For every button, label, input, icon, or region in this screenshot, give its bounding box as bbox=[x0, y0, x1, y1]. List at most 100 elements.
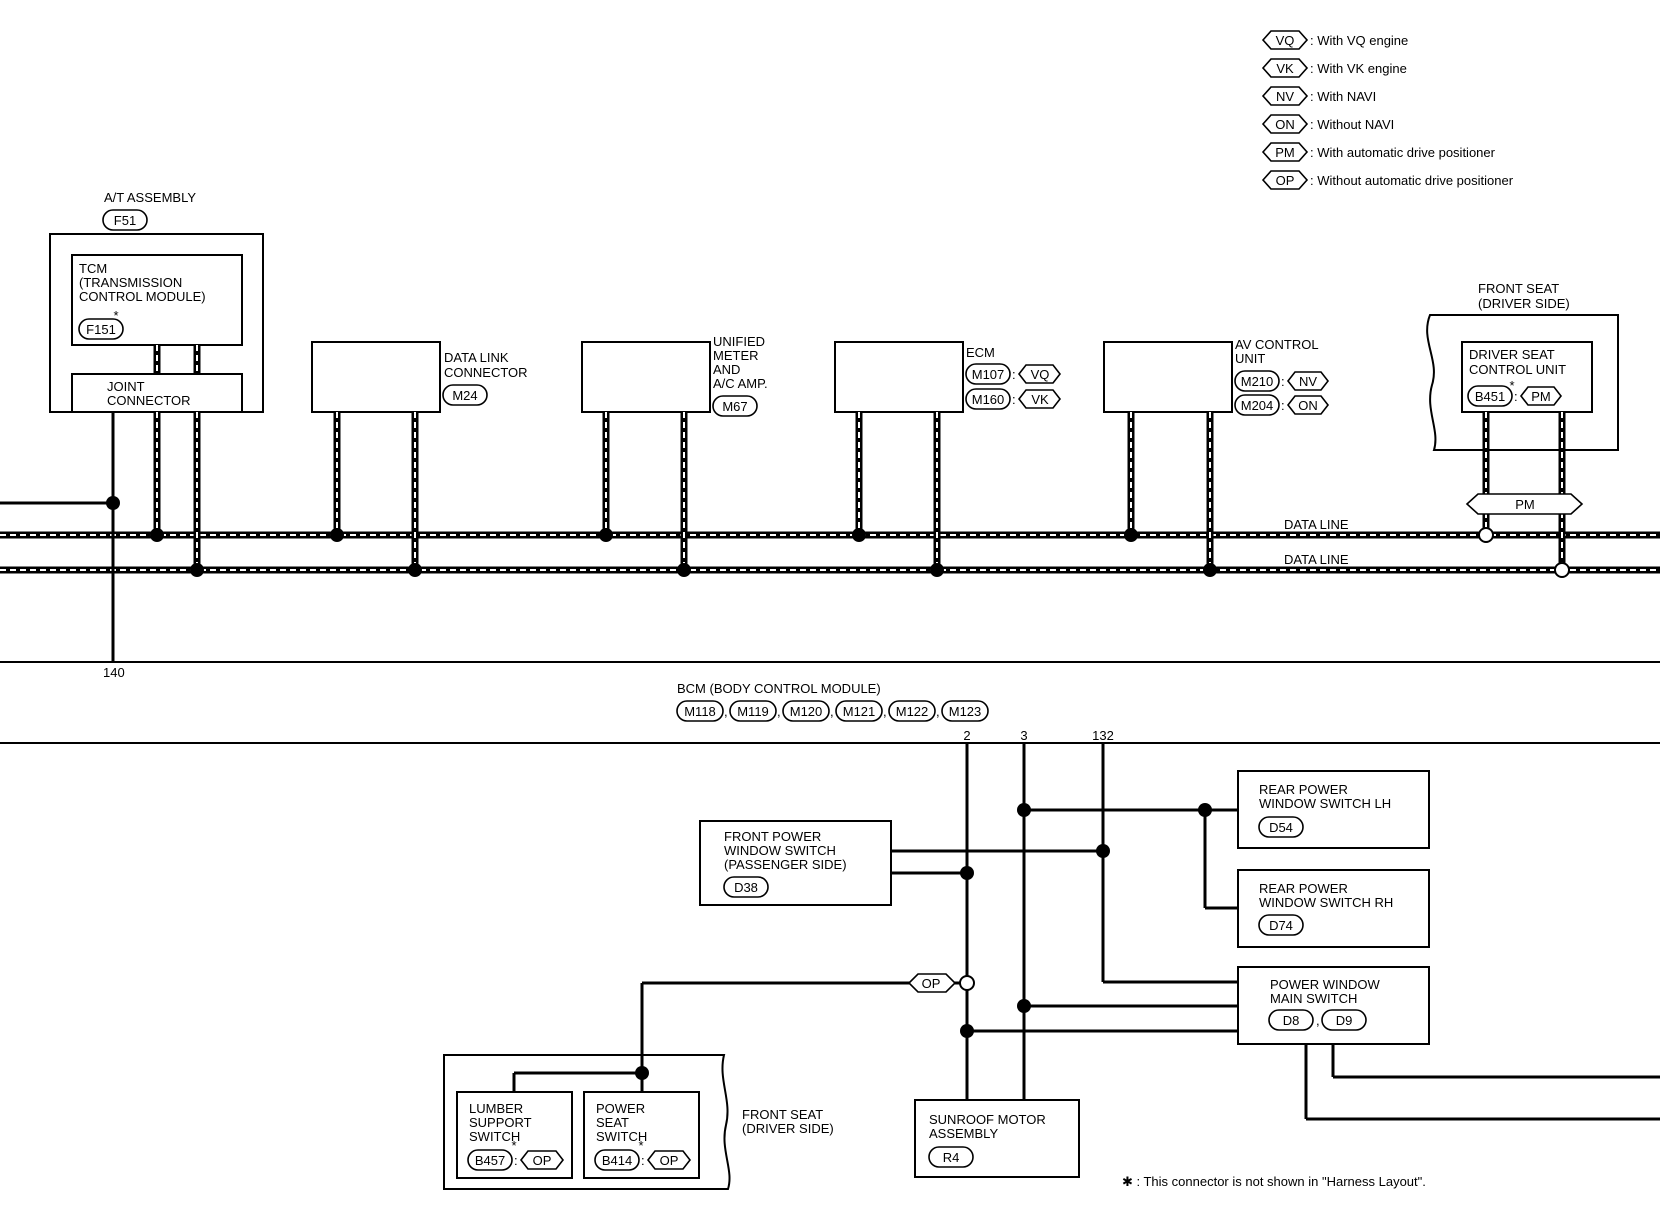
rear-pw-lh-label: REAR POWER bbox=[1259, 782, 1348, 797]
driver-seat-label: DRIVER SEAT bbox=[1469, 347, 1555, 362]
condition-tag: PM bbox=[1531, 389, 1551, 404]
connector-code: D38 bbox=[734, 880, 758, 895]
connector-badge bbox=[965, 363, 1011, 385]
legend-code: NV bbox=[1276, 89, 1294, 104]
av-control-label: UNIT bbox=[1235, 351, 1265, 366]
connector-code: M119 bbox=[737, 704, 769, 719]
unified-meter-label: UNIFIED bbox=[713, 334, 765, 349]
connector-code: B457 bbox=[475, 1153, 505, 1168]
pm-bus-tag bbox=[1465, 493, 1584, 515]
pw-main-label: POWER WINDOW bbox=[1270, 977, 1380, 992]
power-seat-label: SWITCH bbox=[596, 1129, 647, 1144]
data-line-label: DATA LINE bbox=[1284, 552, 1349, 567]
legend-text: : With NAVI bbox=[1310, 89, 1376, 104]
condition-tag: PM bbox=[1515, 497, 1535, 512]
ecm: ECM M107 : VQ M160 : VK bbox=[834, 341, 1062, 413]
front-seat-driver-bottom: FRONT SEAT (DRIVER SIDE) LUMBER SUPPORT … bbox=[443, 1054, 834, 1190]
front-seat-outline bbox=[1426, 314, 1619, 451]
connector-code: M24 bbox=[452, 388, 477, 403]
tcm-label: TCM bbox=[79, 261, 107, 276]
connector-code: B451 bbox=[1475, 389, 1505, 404]
connector-code: D8 bbox=[1283, 1013, 1300, 1028]
front-seat-outline bbox=[443, 1054, 731, 1190]
rear-pw-lh-label: WINDOW SWITCH LH bbox=[1259, 796, 1391, 811]
legend-code: OP bbox=[1276, 173, 1295, 188]
at-assembly: A/T ASSEMBLY F51 TCM (TRANSMISSION CONTR… bbox=[49, 190, 264, 413]
connector-code: M67 bbox=[722, 399, 747, 414]
sunroof-label: ASSEMBLY bbox=[929, 1126, 998, 1141]
lumber-label: SUPPORT bbox=[469, 1115, 532, 1130]
power-seat-label: POWER bbox=[596, 1101, 645, 1116]
connector-badge bbox=[782, 700, 830, 722]
terminal-number: 140 bbox=[103, 665, 125, 680]
condition-tag: VK bbox=[1031, 392, 1049, 407]
av-control-label: AV CONTROL bbox=[1235, 337, 1319, 352]
separator: : bbox=[1281, 398, 1285, 413]
front-seat-label: FRONT SEAT bbox=[1478, 281, 1559, 296]
legend-item: OP : Without automatic drive positioner bbox=[1261, 170, 1514, 190]
legend-text: : With VK engine bbox=[1310, 61, 1407, 76]
condition-tag: OP bbox=[660, 1153, 679, 1168]
connector-badge bbox=[442, 384, 488, 406]
connector-code: D74 bbox=[1269, 918, 1293, 933]
data-link-connector: DATA LINK CONNECTOR M24 bbox=[311, 341, 528, 413]
separator: : bbox=[1281, 374, 1285, 389]
data-link-label: DATA LINK bbox=[444, 350, 509, 365]
av-control-unit: AV CONTROL UNIT M210 : NV M204 : ON bbox=[1103, 337, 1330, 416]
av-control-box bbox=[1103, 341, 1233, 413]
bcm-label: BCM (BODY CONTROL MODULE) bbox=[677, 681, 881, 696]
front-seat-label: (DRIVER SIDE) bbox=[1478, 296, 1570, 311]
rear-pw-rh-label: REAR POWER bbox=[1259, 881, 1348, 896]
legend-code: VQ bbox=[1276, 33, 1295, 48]
connector-code: D9 bbox=[1336, 1013, 1353, 1028]
connector-code: M210 bbox=[1241, 374, 1274, 389]
data-line-label: DATA LINE bbox=[1284, 517, 1349, 532]
connector-badge bbox=[965, 388, 1011, 410]
tcm-label: (TRANSMISSION bbox=[79, 275, 182, 290]
connector-code: D54 bbox=[1269, 820, 1293, 835]
connector-badge bbox=[835, 700, 883, 722]
connector-code: M160 bbox=[972, 392, 1005, 407]
unified-meter-label: A/C AMP. bbox=[713, 376, 768, 391]
connector-code: M204 bbox=[1241, 398, 1274, 413]
separator: : bbox=[1012, 367, 1016, 382]
separator: : bbox=[641, 1153, 645, 1168]
comma: , bbox=[777, 704, 781, 719]
front-seat-label: FRONT SEAT bbox=[742, 1107, 823, 1122]
comma: , bbox=[1316, 1013, 1320, 1028]
connector-badge bbox=[941, 700, 989, 722]
front-seat-label: (DRIVER SIDE) bbox=[742, 1121, 834, 1136]
lumber-label: SWITCH bbox=[469, 1129, 520, 1144]
power-seat-label: SEAT bbox=[596, 1115, 629, 1130]
bottom-wires bbox=[512, 743, 1660, 1121]
legend-item: NV : With NAVI bbox=[1261, 86, 1376, 106]
comma: , bbox=[936, 704, 940, 719]
connector-badge bbox=[928, 1146, 974, 1168]
legend-code: VK bbox=[1276, 61, 1294, 76]
star-mark: * bbox=[1509, 378, 1514, 393]
legend-item: VQ : With VQ engine bbox=[1261, 30, 1408, 50]
footnote: ✱ : This connector is not shown in "Harn… bbox=[1122, 1174, 1426, 1189]
separator: : bbox=[514, 1153, 518, 1168]
front-pw-label: WINDOW SWITCH bbox=[724, 843, 836, 858]
terminal-number: 3 bbox=[1020, 728, 1027, 743]
legend-text: : Without automatic drive positioner bbox=[1310, 173, 1514, 188]
connector-code: M118 bbox=[684, 704, 716, 719]
sunroof-motor-assembly: SUNROOF MOTOR ASSEMBLY R4 bbox=[914, 1099, 1080, 1178]
condition-tag: ON bbox=[1298, 398, 1318, 413]
separator: : bbox=[1514, 389, 1518, 404]
unified-meter-box bbox=[581, 341, 711, 413]
joint-label: JOINT bbox=[107, 379, 145, 394]
connector-code: M122 bbox=[896, 704, 929, 719]
connector-badge bbox=[102, 209, 148, 231]
data-link-label: CONNECTOR bbox=[444, 365, 528, 380]
bcm: 140 BCM (BODY CONTROL MODULE) M118 , M11… bbox=[0, 661, 1660, 744]
legend-item: VK : With VK engine bbox=[1261, 58, 1407, 78]
legend-code: ON bbox=[1275, 117, 1295, 132]
star-mark: * bbox=[113, 308, 118, 323]
op-tag bbox=[907, 973, 957, 993]
terminal-number: 132 bbox=[1092, 728, 1114, 743]
connector-badge bbox=[1268, 1009, 1314, 1031]
legend-text: : With VQ engine bbox=[1310, 33, 1408, 48]
data-bus-wires bbox=[0, 345, 1660, 578]
